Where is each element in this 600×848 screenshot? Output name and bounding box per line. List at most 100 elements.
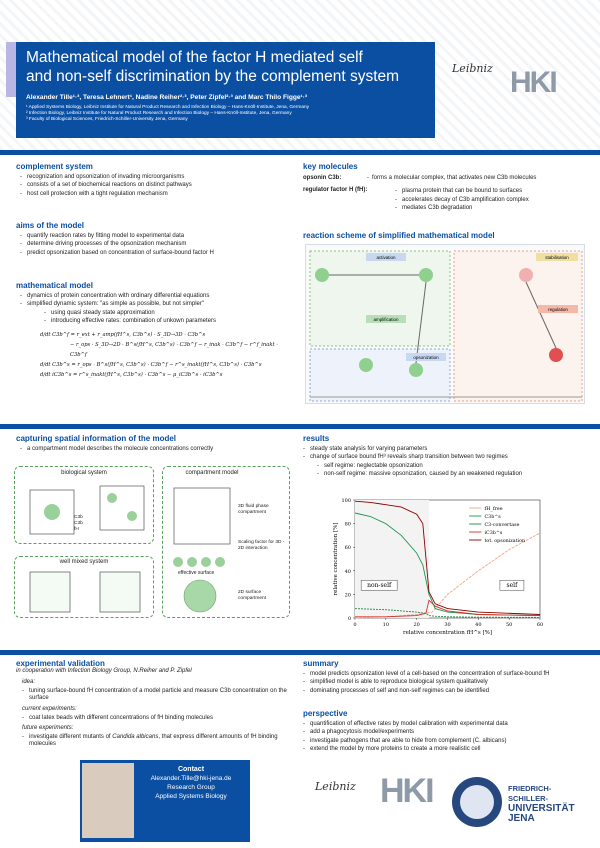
list-item: coat latex beads with different concentr… (22, 715, 296, 723)
separator-mid (0, 424, 600, 429)
scheme-box-amplification (309, 250, 451, 347)
compartment-model-box (162, 466, 290, 618)
x-tick-label: 40 (475, 622, 481, 628)
leibniz-logo-footer: Leibniz (315, 780, 356, 793)
y-tick-label: 100 (341, 498, 351, 504)
self-label-box (499, 579, 525, 591)
list-item: host cell protection with a tight regula… (20, 191, 286, 199)
uni-seal-icon (452, 777, 502, 827)
y-tick-label: 80 (345, 522, 351, 528)
reaction-scheme-diagram: activation amplification opsonization st… (309, 250, 583, 402)
list-item: mediates C3b degradation (395, 205, 529, 213)
c3b-molecule (409, 363, 423, 377)
fluid-phase-label: 3D fluid phase compartment (238, 504, 269, 515)
legend-label: C3b^s (485, 513, 502, 520)
svg-text:amplification: amplification (373, 317, 399, 322)
scheme-label-opsonization (406, 353, 446, 361)
biological-system-label: biological system (61, 470, 107, 476)
non-self-region (355, 500, 429, 618)
list-item: change of surface bound fH³ reveals shar… (303, 454, 588, 462)
top-logos: Leibniz HKI (440, 50, 590, 120)
scaling-factor-label: Scaling factor for 3D - 2D interaction (238, 540, 285, 551)
fh-molecule (519, 268, 533, 282)
compartment-model-label: compartment model (185, 470, 239, 476)
well-mixed-cubes (29, 571, 141, 613)
ic3b-molecule (549, 348, 563, 362)
list-item: investigate different mutants of Candida… (22, 734, 296, 749)
well-mixed-label: well mixed system (59, 559, 109, 565)
math-section: mathematical model dynamics of protein c… (16, 282, 296, 380)
surface-compartment-label: 2D surface compartment (238, 590, 266, 601)
list-item: predict opsonization based on concentrat… (20, 250, 296, 258)
series-line-1 (354, 512, 541, 617)
list-item: introducing effective rates: combination… (44, 318, 296, 326)
biological-system-cubes (29, 485, 145, 535)
scheme-box-regulation (453, 250, 583, 402)
opsonin-row: opsonin C3b: - forms a molecular complex… (303, 174, 537, 181)
series-line-0 (354, 532, 541, 619)
molecule-legend: C3b C3b fH (74, 515, 83, 532)
section-heading: complement system (16, 162, 93, 171)
accent-bar (6, 42, 16, 97)
c3b-molecule (359, 358, 373, 372)
separator-bottom (0, 650, 600, 655)
complement-section: complement system recognization and opso… (16, 163, 286, 199)
c3-molecule (315, 268, 329, 282)
series-line-2 (354, 608, 541, 618)
list-item: accelerates decay of C3b amplification c… (395, 197, 529, 205)
list-item: determine driving processes of the opson… (20, 241, 296, 249)
list-item: model predicts opsonization level of a c… (303, 671, 588, 679)
list-item: extend the model by more proteins to cre… (303, 746, 588, 754)
compartment-cube (173, 487, 231, 545)
surface-sphere (183, 579, 217, 613)
list-item: dynamics of protein concentration with o… (20, 293, 296, 301)
y-axis-label: relative concentration [%] (333, 522, 339, 595)
section-heading: experimental validation (16, 659, 105, 668)
well-mixed-box (14, 556, 154, 618)
contact-email[interactable]: Alexander.Tille@hki-jena.de (150, 775, 232, 782)
reaction-arrow (415, 281, 427, 364)
section-heading: key molecules (303, 162, 358, 171)
affiliations: ¹ Applied Systems Biology, Leibniz Insti… (26, 105, 310, 122)
list-item: using quasi steady state approximation (44, 310, 296, 318)
leibniz-logo: Leibniz (452, 62, 493, 75)
poster-title: Mathematical model of the factor H media… (26, 49, 400, 85)
list-item: non-self regime: massive opsonization, c… (317, 471, 588, 479)
scheme-label-regulation (538, 305, 578, 313)
legend-label: iC3b^s (485, 529, 503, 536)
section-heading: mathematical model (16, 281, 93, 290)
legend-label: fH_free (485, 506, 503, 512)
scheme-label-amplification (366, 315, 406, 323)
y-tick-label: 40 (345, 569, 351, 575)
x-tick-label: 30 (444, 622, 450, 628)
perspective-section: perspective quantification of effective … (303, 710, 588, 755)
list-item: self regime: neglectable opsonization (317, 463, 588, 471)
contact-heading: Contact (177, 766, 205, 773)
equations: d/dt C3b^f = r_ext + r_amp(fH^s, C3b^s) … (40, 331, 278, 378)
c3-molecule (419, 268, 433, 282)
hki-logo: HKI (510, 66, 558, 99)
section-heading: aims of the model (16, 221, 85, 230)
x-tick-label: 20 (413, 622, 419, 628)
summary-section: summary model predicts opsonization leve… (303, 660, 588, 696)
svg-text:stabilisation: stabilisation (545, 255, 569, 260)
section-heading: results (303, 434, 330, 443)
authors: Alexander Tille¹·³, Teresa Lehnert¹, Nad… (26, 94, 308, 101)
svg-text:activation: activation (376, 255, 396, 260)
exp-section: experimental validation in cooperation w… (16, 660, 296, 750)
results-section: results steady state analysis for varyin… (303, 435, 588, 480)
biological-system-box (14, 466, 154, 544)
spatial-section: capturing spatial information of the mod… (16, 435, 296, 454)
reaction-arrow (525, 281, 557, 349)
list-item: consists of a set of biochemical reactio… (20, 182, 286, 190)
y-tick-label: 20 (345, 592, 351, 598)
section-heading: reaction scheme of simplified mathematic… (303, 231, 495, 240)
non-self-label-box (360, 579, 398, 591)
x-tick-label: 0 (353, 622, 356, 628)
y-tick-label: 60 (345, 545, 351, 551)
x-axis-label: relative concentration fH^s [%] (403, 629, 492, 636)
scheme-section: reaction scheme of simplified mathematic… (303, 232, 588, 243)
regulator-row: regulator factor H (fH): plasma protein … (303, 187, 588, 214)
list-item: simplified dynamic system: "as simple as… (20, 301, 296, 309)
list-item: investigate pathogens that are able to h… (303, 738, 588, 746)
